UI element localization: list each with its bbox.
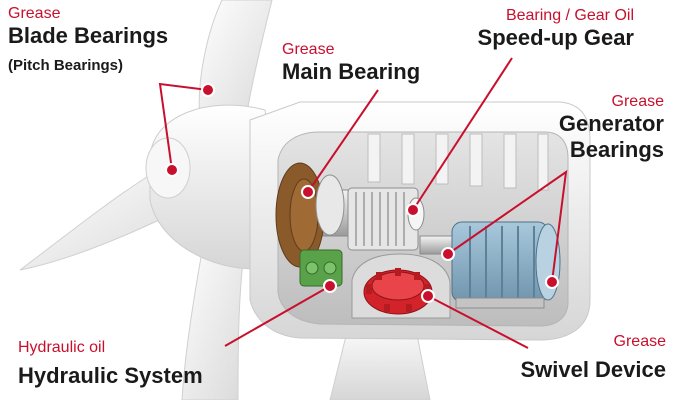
- marker-swivel-device: [421, 289, 435, 303]
- marker-speedup-gear: [406, 203, 420, 217]
- lubricant-type: Grease: [282, 41, 335, 58]
- generator-endcap: [535, 223, 561, 301]
- lubricant-type: Bearing / Gear Oil: [505, 7, 634, 24]
- leader-lines: [158, 57, 568, 349]
- component-name: Main Bearing: [282, 59, 421, 84]
- roof-ribs: [367, 133, 549, 191]
- blade-top: [198, 0, 273, 126]
- leader-generator-bearings: [447, 169, 568, 283]
- lubricant-type: Grease: [8, 5, 61, 22]
- marker-main-bearing: [301, 185, 315, 199]
- hydraulic-unit: [299, 249, 343, 287]
- gearbox: [347, 187, 419, 251]
- leader-speedup-gear: [412, 57, 513, 211]
- component-name: Swivel Device: [520, 357, 666, 382]
- callout-swivel-device: Grease Swivel Device: [520, 332, 666, 383]
- callout-hydraulic-system: Hydraulic oil Hydraulic System: [18, 338, 203, 389]
- component-detail: (Pitch Bearings): [8, 57, 124, 74]
- component-name-line2: Bearings: [569, 137, 664, 162]
- main-bearing-ring: [315, 174, 345, 236]
- component-name-line1: Generator: [558, 111, 664, 136]
- callout-markers: [165, 83, 559, 303]
- leader-swivel-device: [427, 295, 529, 349]
- lubricant-type: Grease: [613, 333, 666, 350]
- callout-blade-bearings: Grease Blade Bearings (Pitch Bearings): [8, 4, 168, 75]
- blade-bottom: [181, 234, 247, 400]
- component-name: Hydraulic System: [18, 363, 203, 388]
- leader-hydraulic-system: [224, 285, 331, 347]
- blade-left: [19, 174, 191, 271]
- marker-generator-bearings-left: [441, 247, 455, 261]
- leader-blade-bearings: [158, 82, 209, 171]
- callout-main-bearing: Grease Main Bearing: [282, 40, 420, 85]
- lubricant-type: Hydraulic oil: [18, 339, 106, 356]
- callout-speedup-gear: Bearing / Gear Oil Speed-up Gear: [478, 6, 634, 51]
- swivel-gear: [363, 268, 433, 315]
- lubricant-type: Grease: [611, 93, 664, 110]
- component-name: Blade Bearings: [8, 23, 169, 48]
- callout-generator-bearings: Grease Generator Bearings: [559, 92, 664, 163]
- leader-main-bearing: [307, 89, 379, 193]
- marker-hydraulic-system: [323, 279, 337, 293]
- marker-blade-bearings-upper: [201, 83, 215, 97]
- marker-blade-bearings-lower: [165, 163, 179, 177]
- component-name: Speed-up Gear: [477, 25, 634, 50]
- marker-generator-bearings-right: [545, 275, 559, 289]
